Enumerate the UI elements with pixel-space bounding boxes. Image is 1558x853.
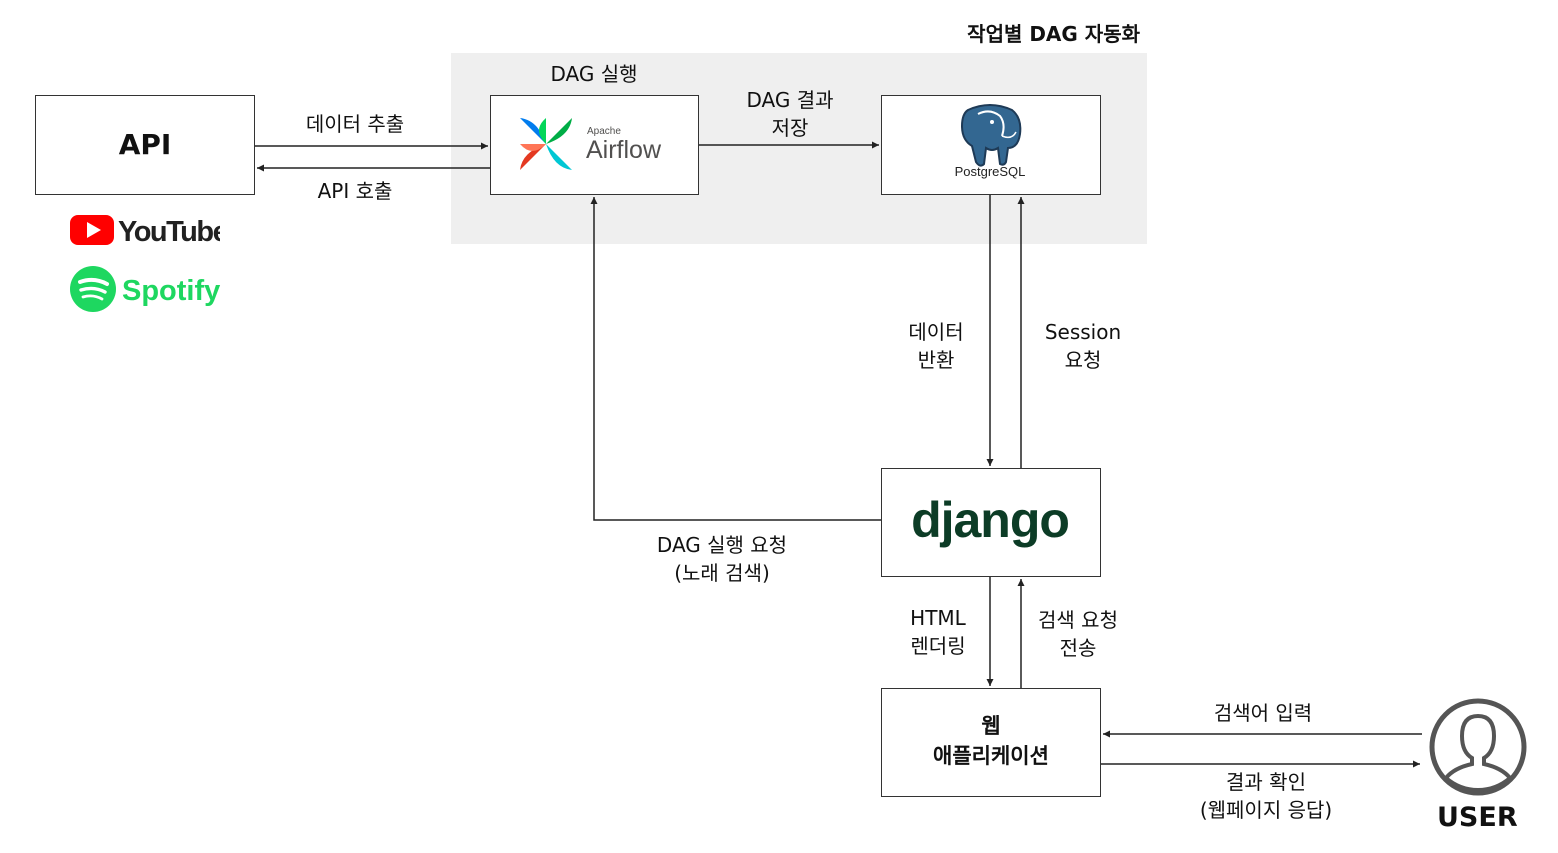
youtube-wordmark: YouTube bbox=[118, 216, 220, 247]
query-input-label: 검색어 입력 bbox=[1213, 701, 1313, 725]
html-render-line1: HTML bbox=[910, 606, 966, 630]
api-label: API bbox=[118, 128, 172, 161]
extract-label: 데이터 추출 bbox=[305, 112, 405, 136]
django-node: django bbox=[881, 468, 1101, 577]
django-logo: django bbox=[911, 492, 1070, 548]
user-label: USER bbox=[1437, 802, 1518, 833]
youtube-icon: YouTube bbox=[70, 215, 230, 248]
api-node: API bbox=[35, 95, 255, 195]
session-line2: 요청 bbox=[1064, 348, 1102, 372]
postgres-logo: PostgreSQL bbox=[955, 104, 1026, 179]
pinwheel-icon bbox=[520, 118, 572, 170]
postgres-wordmark: PostgreSQL bbox=[955, 164, 1026, 179]
result-line2: (웹페이지 응답) bbox=[1199, 798, 1333, 822]
result-line1: 결과 확인 bbox=[1226, 770, 1306, 794]
youtube-logo: YouTube bbox=[70, 213, 230, 248]
search-send-label: 검색 요청 전송 bbox=[1018, 606, 1138, 662]
web-app-node: 웹 애플리케이션 bbox=[881, 688, 1101, 797]
session-line1: Session bbox=[1044, 320, 1122, 344]
data-return-line2: 반환 bbox=[917, 348, 955, 372]
session-label: Session 요청 bbox=[1023, 318, 1143, 374]
web-app-line1: 웹 bbox=[981, 714, 1001, 738]
dag-request-line2: (노래 검색) bbox=[674, 561, 770, 585]
spotify-logo: Spotify bbox=[69, 265, 229, 315]
html-render-label: HTML 렌더링 bbox=[878, 604, 998, 660]
result-label: 결과 확인 (웹페이지 응답) bbox=[1166, 768, 1366, 824]
spotify-icon: Spotify bbox=[70, 266, 220, 312]
dag-result-line1: DAG 결과 bbox=[746, 88, 834, 112]
spotify-wordmark: Spotify bbox=[122, 275, 220, 307]
dag-request-line1: DAG 실행 요청 bbox=[656, 533, 788, 557]
django-wordmark: django bbox=[911, 492, 1069, 548]
elephant-icon bbox=[960, 104, 1022, 167]
html-render-line2: 렌더링 bbox=[910, 634, 966, 658]
airflow-logo: Apache Airflow bbox=[520, 118, 662, 170]
user-node bbox=[1428, 698, 1530, 800]
dag-request-arrow bbox=[590, 197, 881, 521]
user-icon bbox=[1429, 698, 1527, 796]
web-app-label: 웹 애플리케이션 bbox=[882, 689, 1100, 771]
dag-result-label: DAG 결과 저장 bbox=[690, 86, 890, 142]
web-app-line2: 애플리케이션 bbox=[933, 744, 1049, 768]
search-send-line1: 검색 요청 bbox=[1038, 608, 1118, 632]
group-title: 작업별 DAG 자동화 bbox=[967, 22, 1140, 46]
airflow-small-text: Apache bbox=[587, 126, 621, 137]
api-call-label: API 호출 bbox=[317, 179, 393, 203]
airflow-node: Apache Airflow bbox=[490, 95, 699, 195]
dag-run-label: DAG 실행 bbox=[550, 62, 638, 86]
dag-result-line2: 저장 bbox=[771, 116, 809, 140]
dag-request-label: DAG 실행 요청 (노래 검색) bbox=[622, 531, 822, 587]
postgres-node: PostgreSQL bbox=[881, 95, 1101, 195]
airflow-big-text: Airflow bbox=[586, 136, 662, 164]
search-send-line2: 전송 bbox=[1059, 636, 1097, 660]
data-return-line1: 데이터 bbox=[908, 320, 964, 344]
data-return-label: 데이터 반환 bbox=[876, 318, 996, 374]
